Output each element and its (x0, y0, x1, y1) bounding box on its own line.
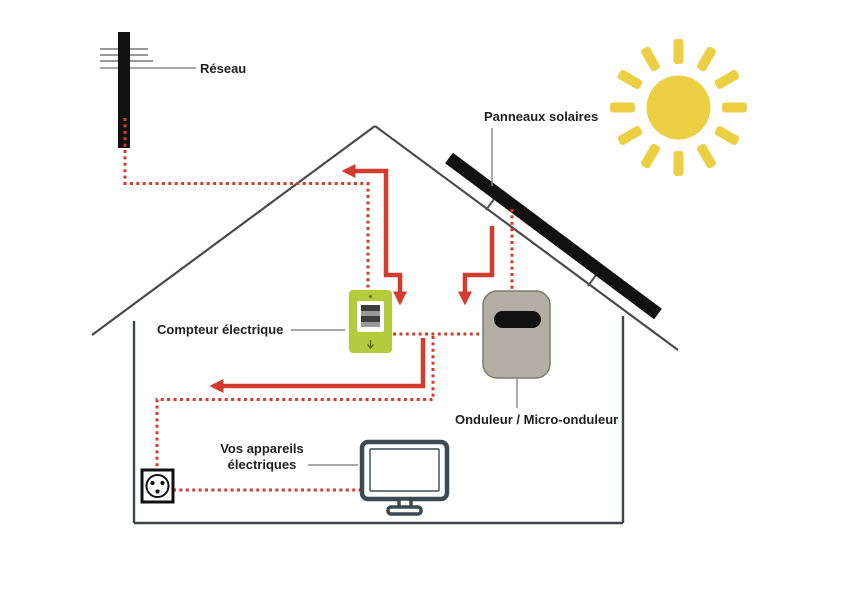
panel-inverter-flow-arrow (458, 226, 495, 306)
electric-meter-icon (349, 290, 392, 353)
roof-left-line (91, 125, 376, 336)
onduleur-label: Onduleur / Micro-onduleur (455, 412, 619, 427)
inverter-slot (494, 311, 541, 328)
inverter-body (482, 290, 551, 379)
power-outlet-icon (140, 468, 175, 504)
panel-bracket (485, 198, 495, 211)
inverter-icon (482, 290, 551, 408)
meter-down-arrow-glyph (366, 340, 375, 350)
roof-right-line (374, 125, 679, 351)
pole-mast (118, 32, 130, 148)
reseau-label: Réseau (200, 61, 247, 76)
appareils-label: Vos appareils électriques (220, 441, 304, 472)
computer-monitor-icon (359, 439, 450, 516)
monitor-screen (369, 448, 440, 492)
panel-bracket (587, 274, 597, 287)
meter-display-stripe (361, 311, 380, 316)
panneaux-solaires-label: Panneaux solaires (484, 109, 599, 124)
energy-flow-arrows (209, 164, 495, 393)
meter-display-stripe (361, 305, 380, 311)
house-outline (91, 125, 679, 525)
outlet-hole (150, 480, 155, 486)
outlet-ground-pin (155, 489, 160, 494)
meter-display-stripe (361, 316, 380, 322)
sun-body (646, 75, 711, 140)
electricity-dotted-paths (123, 118, 514, 492)
meter-display-stripe (361, 322, 380, 327)
panel-module (445, 152, 662, 320)
grid-to-meter-wire (123, 118, 370, 288)
compteur-label: Compteur électrique (157, 322, 284, 337)
grid-meter-flow-arrow (341, 164, 407, 306)
solar-panel-icon (445, 152, 662, 320)
monitor-stand-base (386, 505, 423, 516)
leader-lines (291, 128, 493, 466)
outlet-socket (145, 474, 170, 498)
outlet-hole (160, 480, 165, 486)
utility-pole-icon (100, 32, 196, 148)
meter-screw (369, 295, 372, 298)
meter-house-flow-arrow (209, 338, 426, 393)
sun-icon (610, 39, 747, 176)
